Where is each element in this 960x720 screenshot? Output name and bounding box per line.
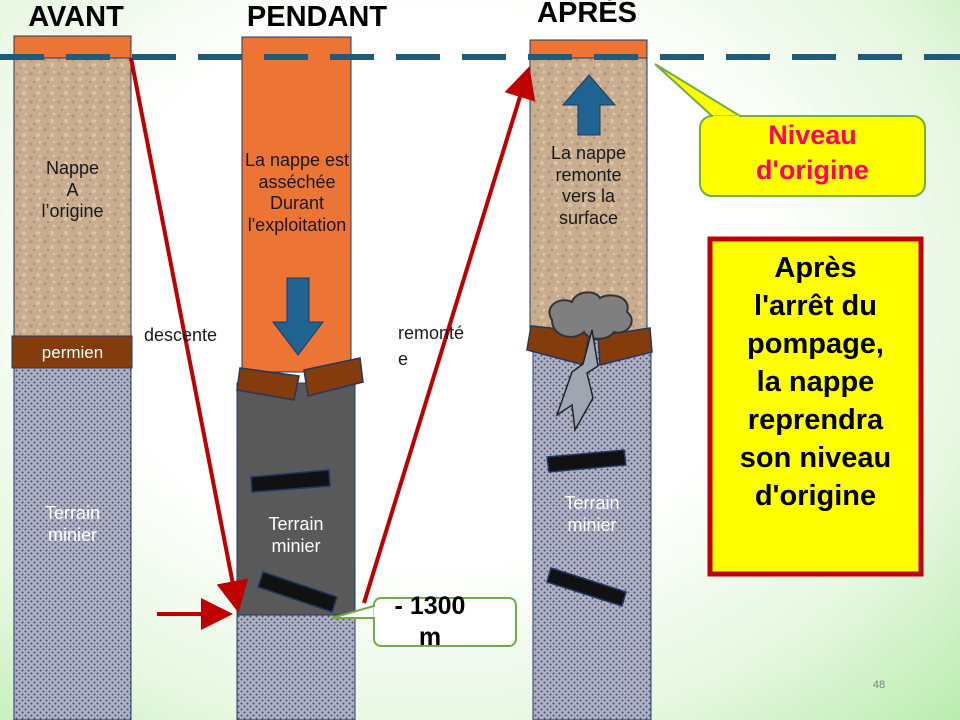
page-number: 48 [872, 679, 886, 691]
mine-gallery-during [236, 382, 356, 616]
callout-niveau-origine: Niveau d'origine [756, 120, 869, 186]
heading-after: APRÈS [537, 0, 637, 29]
mine-ground-before [13, 367, 132, 720]
coal-seam [250, 469, 331, 493]
conclusion-text: Après l'arrêt du pompage, la nappe repre… [739, 252, 892, 512]
rock-block-right [597, 327, 653, 366]
niveau-callout-pointer [654, 63, 741, 117]
label-terrain-before: Terrain minier [44, 503, 101, 545]
depth-callout-pointer [331, 605, 375, 619]
label-nappe-remonte: La nappe remonte vers la surface [550, 143, 627, 228]
label-remontee: remonté e [398, 323, 465, 370]
lightning-crack-icon [555, 329, 599, 433]
rock-block-left [236, 367, 300, 401]
label-terrain-during: Terrain minier [268, 514, 324, 556]
label-descente: descente [144, 325, 218, 345]
cloud-icon [548, 291, 633, 340]
coal-seam [546, 449, 627, 473]
label-permien: permien [41, 343, 104, 362]
column-after [526, 39, 653, 720]
descent-arrow [129, 57, 249, 613]
coal-seam [257, 571, 338, 613]
mine-ground-during [236, 614, 356, 720]
permien-layer [11, 335, 133, 369]
niveau-callout-box [699, 115, 926, 197]
label-nappe-origine: Nappe A l’origine [41, 158, 104, 222]
column-during [236, 36, 364, 720]
heading-before: AVANT [28, 1, 124, 33]
rise-arrow [362, 66, 536, 604]
callout-depth: - 1300 m [394, 592, 466, 652]
mine-ground-after [532, 339, 652, 720]
rock-block-right [303, 357, 364, 397]
heading-during: PENDANT [246, 1, 388, 33]
coal-seam [546, 567, 627, 607]
column-before [11, 35, 133, 720]
depth-callout-box [373, 597, 517, 647]
down-arrow-icon [271, 277, 325, 356]
label-nappe-assechee: La nappe est asséchée Durant l'exploitat… [244, 150, 350, 235]
label-terrain-after: Terrain minier [564, 493, 620, 535]
conclusion-box [707, 236, 924, 577]
up-arrow-icon [561, 74, 617, 136]
